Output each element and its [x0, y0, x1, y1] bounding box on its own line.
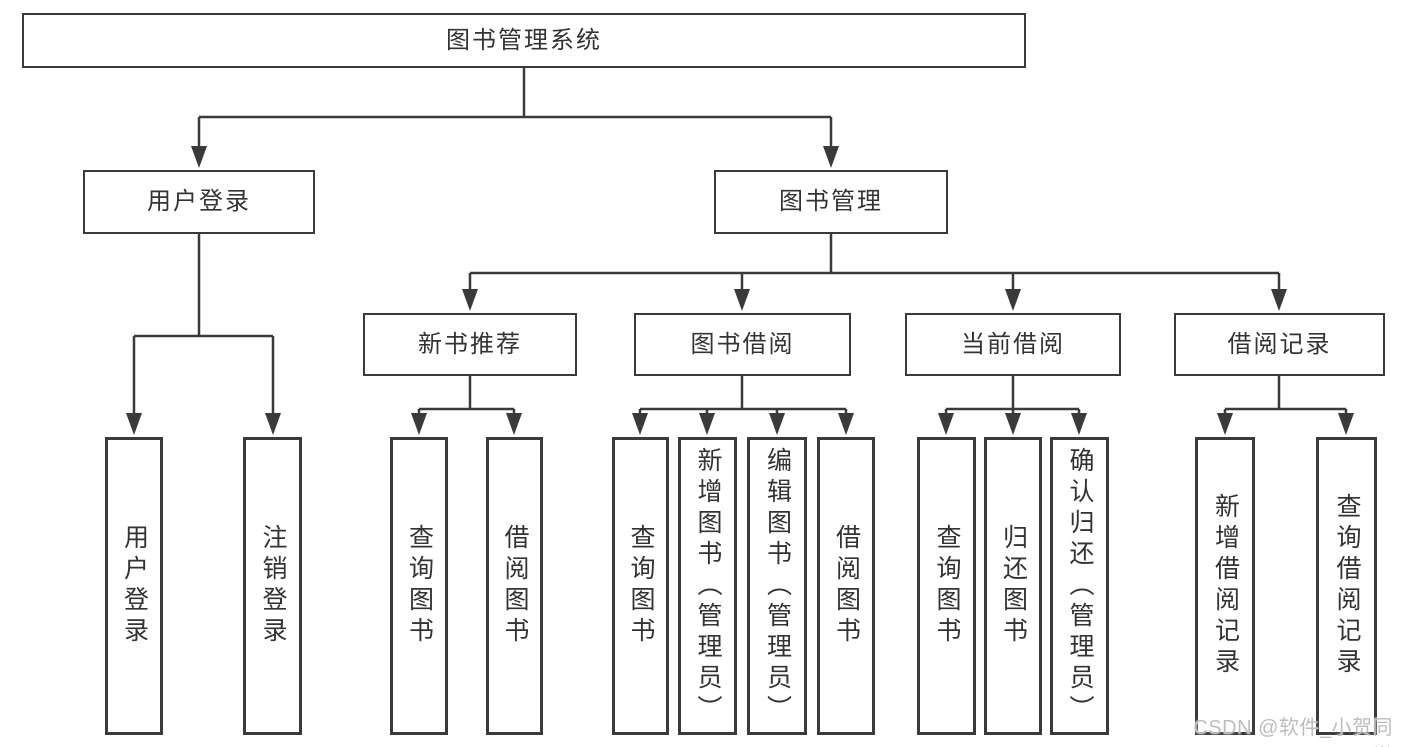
- leaf-user-login: 用户登录: [105, 437, 163, 735]
- node-book-management: 图书管理: [714, 170, 948, 234]
- leaf-edit-books-admin: 编辑图书（管理员）: [747, 437, 807, 735]
- node-root-library-system: 图书管理系统: [22, 13, 1026, 68]
- leaf-recommend-query-books: 查询图书: [390, 437, 448, 735]
- arrowheads: [126, 146, 1354, 435]
- leaf-logout: 注销登录: [243, 437, 302, 735]
- node-current-borrow: 当前借阅: [905, 313, 1121, 376]
- leaf-current-query-books: 查询图书: [917, 437, 976, 735]
- node-borrow-records: 借阅记录: [1174, 313, 1385, 376]
- leaf-borrow-query-books: 查询图书: [612, 437, 669, 735]
- node-new-book-recommend: 新书推荐: [363, 313, 577, 376]
- leaf-query-borrow-record: 查询借阅记录: [1316, 437, 1377, 735]
- leaf-recommend-borrow-books: 借阅图书: [486, 437, 543, 735]
- leaf-add-borrow-record: 新增借阅记录: [1195, 437, 1255, 735]
- leaf-return-books: 归还图书: [984, 437, 1042, 735]
- leaf-confirm-return-admin: 确认归还（管理员）: [1050, 437, 1109, 735]
- watermark: CSDN @软件_小贺同学: [1193, 717, 1393, 747]
- node-book-borrow: 图书借阅: [634, 313, 851, 376]
- leaf-borrow-books: 借阅图书: [817, 437, 875, 735]
- leaf-add-books-admin: 新增图书（管理员）: [678, 437, 737, 735]
- node-user-login: 用户登录: [83, 170, 315, 234]
